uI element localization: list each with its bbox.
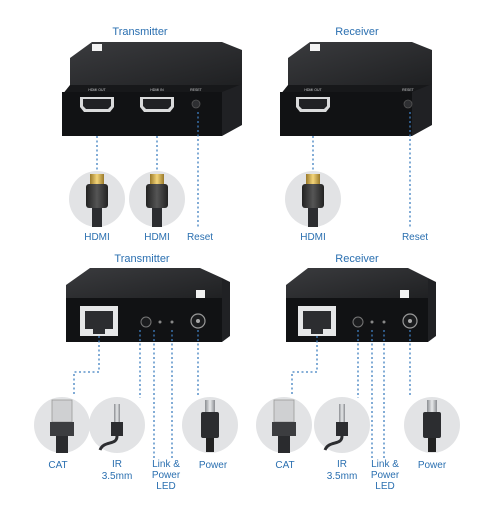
power-led — [382, 320, 386, 324]
rx-label-link-line2: Power — [371, 470, 400, 481]
tx-port-label-hdmi-out: HDMI OUT — [88, 88, 106, 92]
rx-port-label-hdmi-out: HDMI OUT — [304, 88, 322, 92]
rx-label-ir-line2: 3.5mm — [327, 471, 358, 482]
dc-power-plug-icon — [182, 397, 238, 453]
rx-port-label-reset: RESET — [402, 88, 415, 92]
top-receiver-title: Receiver — [335, 26, 379, 38]
tx-label-link-line3: LED — [156, 481, 175, 492]
reset-button — [191, 99, 201, 109]
tx-label-hdmi-1: HDMI — [84, 232, 110, 243]
tx-label-link-line1: Link & — [152, 459, 180, 470]
power-led — [170, 320, 174, 324]
rx-label-cat: CAT — [275, 460, 294, 471]
rj45-plug-icon — [256, 397, 312, 453]
rx-label-hdmi: HDMI — [300, 232, 326, 243]
tx-label-reset: Reset — [187, 232, 213, 243]
hdmi-out-port — [296, 97, 330, 112]
ir-jack-port — [352, 316, 364, 328]
tx-label-link-line2: Power — [152, 470, 181, 481]
top-transmitter-title: Transmitter — [112, 26, 168, 38]
hdmi-plug-icon — [129, 171, 185, 227]
top-receiver-device: HDMI OUT RESET — [280, 42, 432, 136]
rx-label-power: Power — [418, 460, 447, 471]
link-led — [370, 320, 374, 324]
tx-label-ir-line2: 3.5mm — [102, 471, 133, 482]
bottom-transmitter-title: Transmitter — [114, 253, 170, 265]
ir-jack-icon — [89, 397, 145, 453]
bottom-receiver-device — [286, 268, 436, 342]
hdmi-plug-icon — [69, 171, 125, 227]
ir-jack-icon — [314, 397, 370, 453]
tx-label-power: Power — [199, 460, 228, 471]
ir-jack-port — [140, 316, 152, 328]
rx-label-ir-line1: IR — [337, 459, 347, 470]
brand-logo-icon — [310, 44, 320, 51]
hdmi-in-port — [140, 97, 174, 112]
hdmi-out-port — [80, 97, 114, 112]
rx-label-reset: Reset — [402, 232, 428, 243]
rx-label-link-line1: Link & — [371, 459, 399, 470]
bottom-transmitter-device — [66, 268, 230, 342]
top-transmitter-device: HDMI OUT HDMI IN RESET — [62, 42, 242, 136]
brand-logo-icon — [400, 290, 409, 298]
rj45-plug-icon — [34, 397, 90, 453]
tx-port-label-hdmi-in: HDMI IN — [150, 88, 164, 92]
link-led — [158, 320, 162, 324]
tx-label-hdmi-2: HDMI — [144, 232, 170, 243]
bottom-receiver-title: Receiver — [335, 253, 379, 265]
tx-label-cat: CAT — [48, 460, 67, 471]
reset-button — [403, 99, 413, 109]
rx-label-link-line3: LED — [375, 481, 394, 492]
dc-power-plug-icon — [404, 397, 460, 453]
brand-logo-icon — [196, 290, 205, 298]
bottom-connector-lines — [73, 330, 411, 458]
hdmi-plug-icon — [285, 171, 341, 227]
brand-logo-icon — [92, 44, 102, 51]
rj45-port — [80, 306, 118, 336]
tx-label-ir-line1: IR — [112, 459, 122, 470]
tx-port-label-reset: RESET — [190, 88, 203, 92]
top-connector-lines — [96, 112, 411, 228]
rj45-port — [298, 306, 336, 336]
